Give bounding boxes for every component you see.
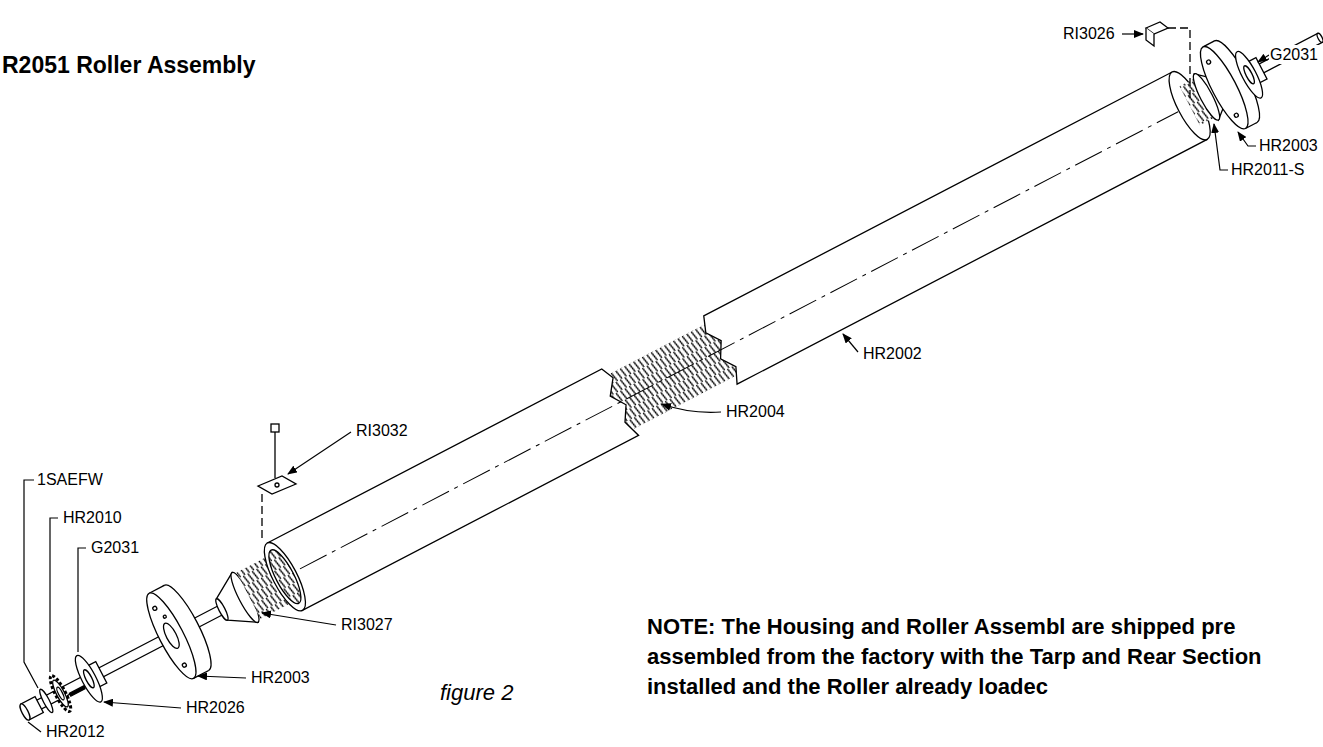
part-number: HR2011-S (1230, 160, 1306, 179)
part-number: HR2010 (62, 508, 123, 527)
part-number: HR2012 (45, 722, 106, 741)
part-number: HR2002 (862, 344, 923, 363)
part-number: HR2003 (1258, 136, 1319, 155)
part-number: HR2004 (725, 402, 786, 421)
part-number: G2031 (1269, 45, 1319, 64)
part-number: HR2026 (185, 698, 246, 717)
assembly-note: NOTE: The Housing and Roller Assembl are… (647, 612, 1319, 702)
part-number: RI3026 (1062, 24, 1116, 43)
part-number: 1SAEFW (36, 470, 104, 489)
figure-caption: figure 2 (440, 680, 513, 706)
drawing-title: R2051 Roller Assembly (2, 52, 256, 80)
part-number: HR2003 (250, 668, 311, 687)
part-number: RI3027 (340, 615, 394, 634)
part-number: G2031 (90, 538, 140, 557)
part-number: RI3032 (355, 421, 409, 440)
